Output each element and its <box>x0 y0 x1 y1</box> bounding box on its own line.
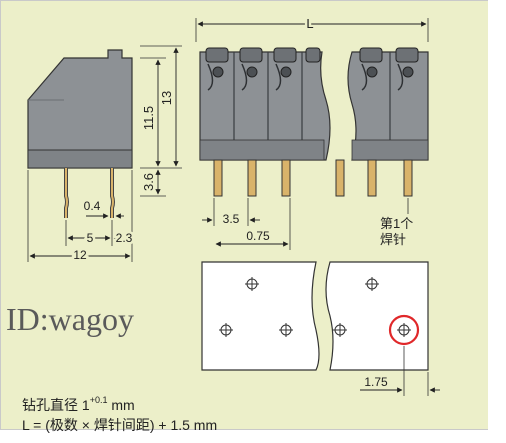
spring-clamps <box>205 47 419 91</box>
page-margin <box>488 0 506 443</box>
hole-note-prefix: 钻孔直径 1 <box>22 397 90 413</box>
dim-3-6: 3.6 <box>141 173 156 191</box>
first-pin-label-line2: 焊针 <box>380 232 406 247</box>
watermark: ID:wagoy <box>6 301 134 337</box>
hole-diameter-note: 钻孔直径 1+0.1 mm <box>22 395 135 413</box>
first-pin-label-line1: 第1个 <box>380 216 413 231</box>
front-view: L <box>195 14 429 250</box>
side-view: 11.5 13 3.6 0.4 5 2.3 12 <box>27 45 182 265</box>
dim-0-4: 0.4 <box>84 199 101 213</box>
dim-13: 13 <box>159 91 174 105</box>
dim-2-3: 2.3 <box>116 231 133 245</box>
hole-note-unit: mm <box>107 397 134 413</box>
drill-holes <box>219 277 411 337</box>
front-pins <box>213 159 413 197</box>
hole-note-sup: +0.1 <box>90 395 108 405</box>
front-body-left <box>199 51 331 161</box>
dim-5: 5 <box>87 231 94 245</box>
length-formula: L = (极数 × 焊针间距) + 1.5 mm <box>22 417 217 433</box>
first-pin-highlight <box>388 314 420 346</box>
dim-12: 12 <box>73 248 87 262</box>
pcb-footprint: 1.75 <box>201 261 440 396</box>
side-pins <box>64 168 115 218</box>
dim-0-75: 0.75 <box>246 229 270 243</box>
dim-1-75: 1.75 <box>364 375 388 389</box>
dim-3-5: 3.5 <box>223 212 240 226</box>
dim-L: L <box>306 16 313 31</box>
notes: 钻孔直径 1+0.1 mm L = (极数 × 焊针间距) + 1.5 mm <box>22 395 217 433</box>
front-body-right <box>347 51 429 161</box>
dim-11-5: 11.5 <box>141 106 156 130</box>
